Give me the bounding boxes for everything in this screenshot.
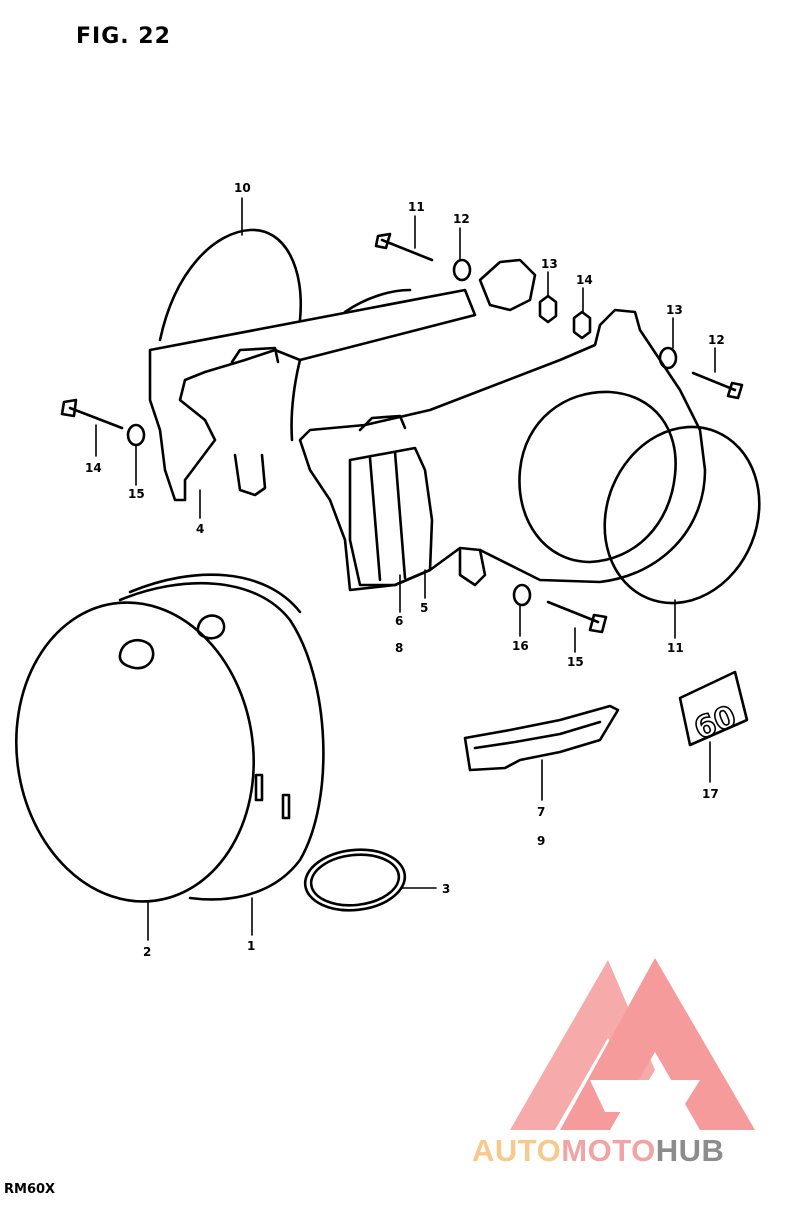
label-6: 6 xyxy=(395,614,403,628)
model-code: RM60X xyxy=(4,1182,56,1197)
label-2: 2 xyxy=(143,945,151,959)
label-16a: 15 xyxy=(128,487,145,501)
part-4-rear-flange xyxy=(290,288,412,442)
part-1-drum-shell xyxy=(118,581,325,901)
watermark-logo xyxy=(510,958,755,1130)
part-17-emblem-text: 60 xyxy=(689,699,741,747)
label-8: 8 xyxy=(395,641,403,655)
label-5: 5 xyxy=(420,601,428,615)
part-12a-bolt xyxy=(374,232,434,262)
part-6-guard-ribs xyxy=(368,450,407,582)
part-6-side-guard xyxy=(348,446,434,587)
part-13a-washer xyxy=(452,258,472,282)
part-7-trim-inner xyxy=(473,720,602,750)
part-7-trim-strip xyxy=(463,704,620,772)
part-16b-washer xyxy=(512,583,532,607)
watermark-hub: HUB xyxy=(655,1133,725,1168)
part-4-tab xyxy=(230,346,280,364)
watermark-auto: AUTO xyxy=(472,1133,562,1168)
part-17-emblem xyxy=(678,670,749,747)
part-5-mount-tab xyxy=(358,414,407,432)
part-13b-washer xyxy=(658,346,678,370)
label-15a: 14 xyxy=(85,461,102,475)
label-11: 11 xyxy=(667,641,684,655)
label-10: 10 xyxy=(234,181,251,195)
part-1-drum-rim xyxy=(128,573,302,614)
label-16b: 16 xyxy=(512,639,529,653)
part-2-drum-face xyxy=(14,601,256,903)
part-3-o-ring xyxy=(303,848,407,912)
part-12b-bolt xyxy=(691,371,744,400)
part-1-vent-2 xyxy=(281,793,291,820)
part-5-lower-tab xyxy=(458,548,487,587)
label-3: 3 xyxy=(442,882,450,896)
part-14a-nut xyxy=(538,294,558,324)
label-12b: 12 xyxy=(708,333,725,347)
part-5-main-cover xyxy=(298,308,707,592)
watermark-moto: MOTO xyxy=(561,1133,656,1168)
part-10-rear-cover xyxy=(158,228,303,342)
watermark-text: AUTOMOTOHUB xyxy=(472,1133,724,1169)
label-4: 4 xyxy=(196,522,204,536)
part-3-o-ring-inner xyxy=(309,853,401,907)
part-14b-nut xyxy=(572,310,592,340)
label-12a: 11 xyxy=(408,200,425,214)
label-13a: 12 xyxy=(453,212,470,226)
part-2-oval-slot xyxy=(118,638,155,670)
part-15b-bolt xyxy=(546,600,608,634)
part-1-oval-slot xyxy=(196,614,226,640)
label-13b: 13 xyxy=(666,303,683,317)
label-14b: 14 xyxy=(576,273,593,287)
part-16a-washer xyxy=(126,423,146,447)
part-4-lower-tab xyxy=(233,453,267,497)
part-4-bracket xyxy=(148,288,477,502)
part-15a-bolt xyxy=(60,398,124,430)
label-17: 17 xyxy=(702,787,719,801)
part-5-upper-ear xyxy=(478,258,537,312)
part-5-inner-recess xyxy=(518,390,677,564)
label-7: 7 xyxy=(537,805,545,819)
label-1: 1 xyxy=(247,939,255,953)
label-9: 9 xyxy=(537,834,545,848)
part-11-front-cover xyxy=(603,425,761,605)
label-14a: 13 xyxy=(541,257,558,271)
label-15b: 15 xyxy=(567,655,584,669)
figure-title: FIG. 22 xyxy=(76,24,171,49)
part-1-vent-1 xyxy=(254,773,264,802)
